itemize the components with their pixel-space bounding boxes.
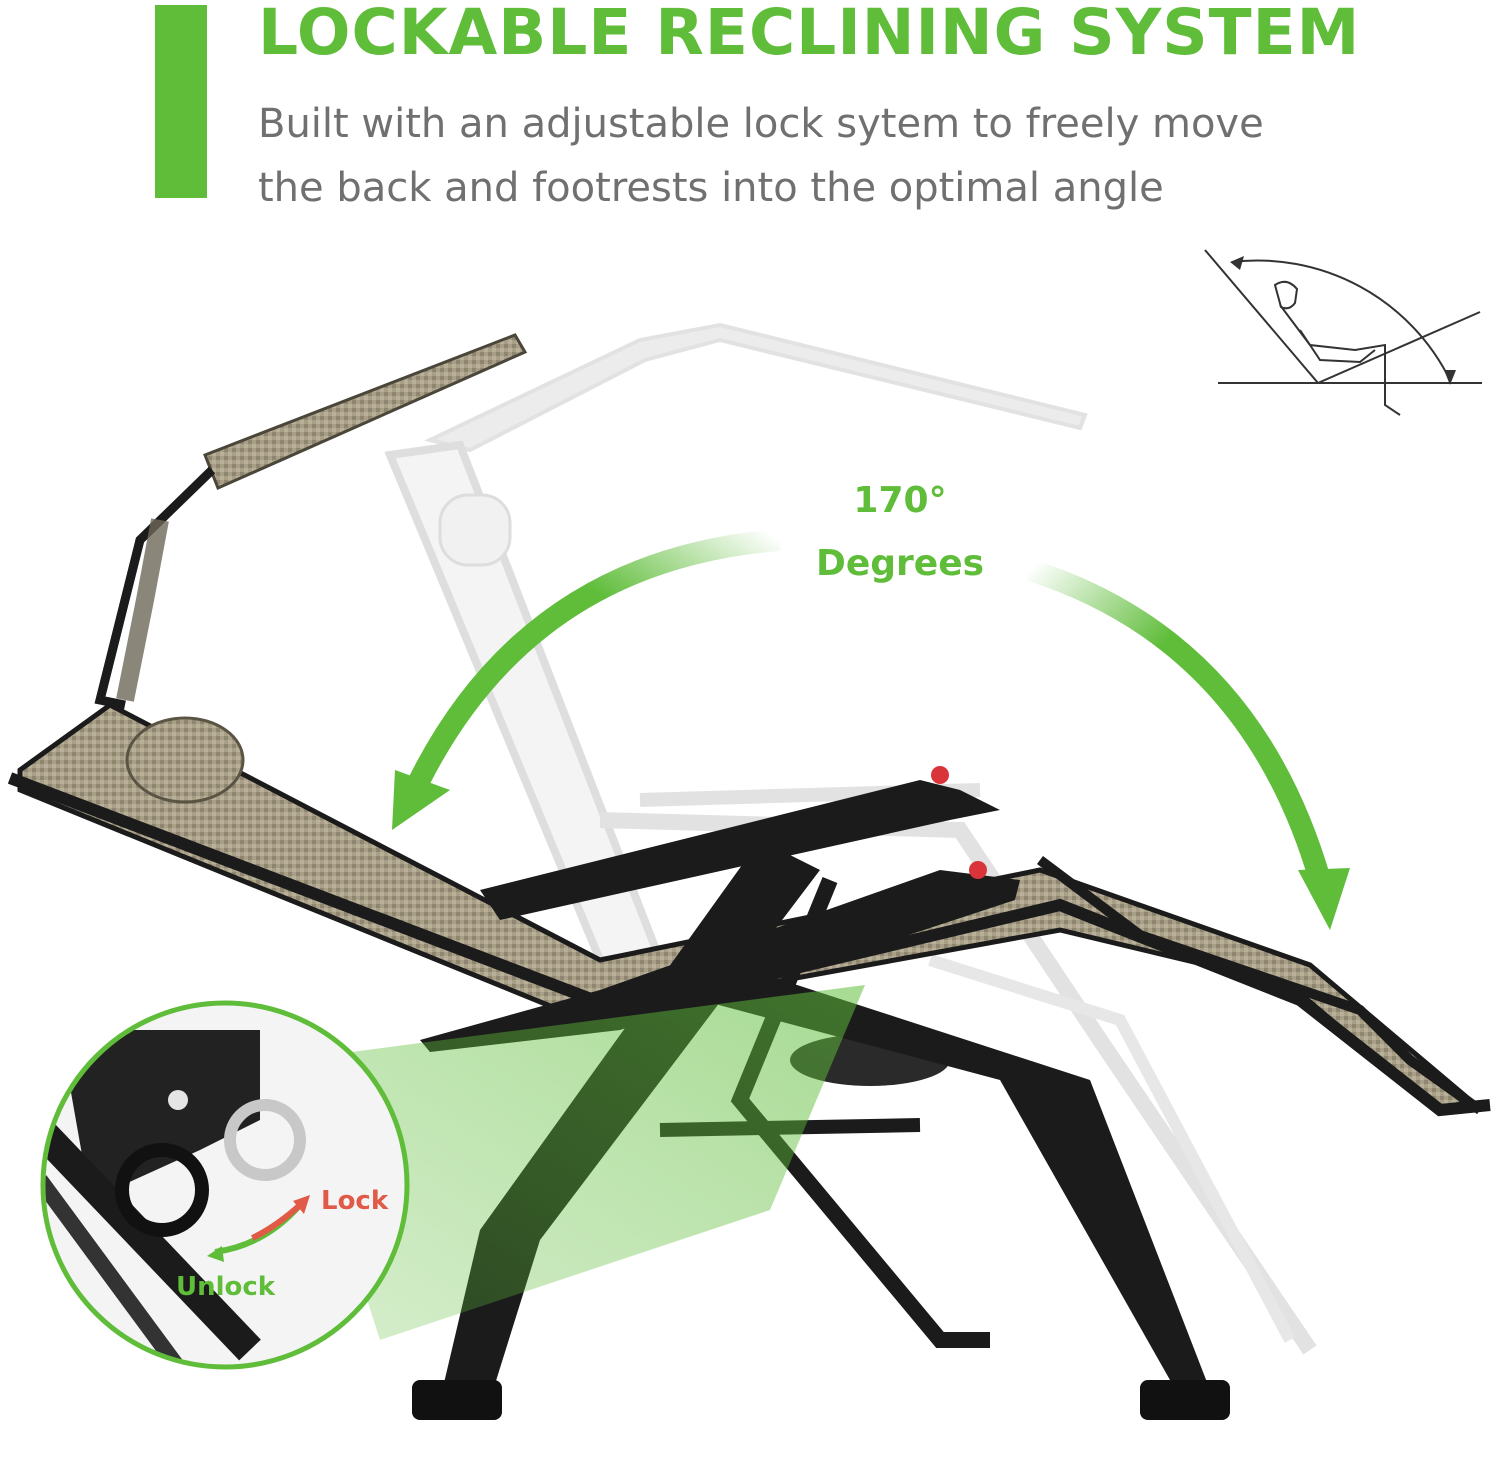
recline-angle-diagram-icon	[1204, 249, 1482, 416]
lock-label: Lock	[321, 1186, 389, 1216]
headrest-pillow	[125, 716, 245, 804]
accent-bar	[155, 5, 207, 198]
lock-ring-ghost	[224, 1099, 306, 1181]
armrest-knob	[969, 861, 987, 879]
page-subtitle: Built with an adjustable lock sytem to f…	[258, 92, 1458, 220]
leg-foot	[412, 1380, 502, 1420]
curved-arrow-left-icon-head	[392, 770, 450, 830]
curved-arrow-right-icon-head	[1298, 868, 1350, 930]
curved-arrow-left-icon	[400, 529, 781, 805]
armrest-knob	[931, 766, 949, 784]
zoom-beam	[290, 985, 865, 1340]
lock-ring	[115, 1143, 209, 1237]
degree-word: Degrees	[815, 543, 985, 584]
subtitle-line-2: the back and footrests into the optimal …	[258, 165, 1164, 211]
armrest-back	[480, 780, 1000, 920]
leg-foot	[1140, 1380, 1230, 1420]
degree-value: 170°	[853, 480, 947, 521]
subtitle-line-1: Built with an adjustable lock sytem to f…	[258, 101, 1264, 147]
ghost-upright-chair	[384, 322, 1317, 1355]
lock-zoom-circle	[40, 1000, 410, 1370]
page-title: LOCKABLE RECLINING SYSTEM	[258, 0, 1361, 69]
canopy	[94, 333, 528, 710]
unlock-label: Unlock	[176, 1272, 276, 1302]
curved-arrow-right-icon	[1026, 559, 1331, 884]
